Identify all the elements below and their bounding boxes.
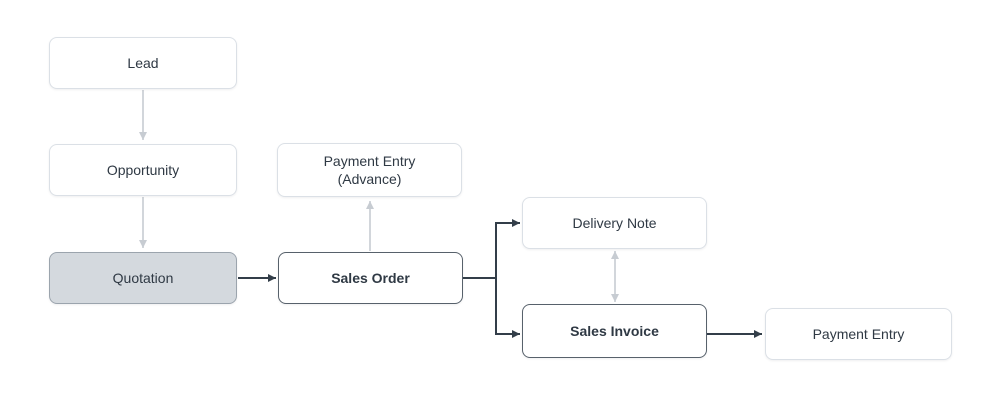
- node-payment-entry[interactable]: Payment Entry: [765, 308, 952, 360]
- node-label-line2: (Advance): [337, 171, 402, 187]
- node-sales-invoice[interactable]: Sales Invoice: [522, 304, 707, 358]
- node-payment-entry-advance[interactable]: Payment Entry (Advance): [277, 143, 462, 197]
- node-label: Sales Invoice: [570, 322, 659, 339]
- node-label: Delivery Note: [572, 214, 657, 231]
- node-lead[interactable]: Lead: [49, 37, 237, 89]
- node-label: Payment Entry: [812, 325, 905, 342]
- node-delivery-note[interactable]: Delivery Note: [522, 197, 707, 249]
- edge-sales-order-delivery-note: [495, 219, 520, 278]
- node-opportunity[interactable]: Opportunity: [49, 144, 237, 196]
- edge-sales-order-sales-invoice: [495, 278, 520, 338]
- node-label: Payment Entry: [323, 152, 416, 169]
- node-quotation[interactable]: Quotation: [49, 252, 237, 304]
- node-label: Opportunity: [106, 161, 180, 178]
- node-label: Sales Order: [331, 269, 410, 286]
- node-sales-order[interactable]: Sales Order: [278, 252, 463, 304]
- node-label: Lead: [127, 54, 159, 71]
- node-label: Quotation: [112, 269, 174, 286]
